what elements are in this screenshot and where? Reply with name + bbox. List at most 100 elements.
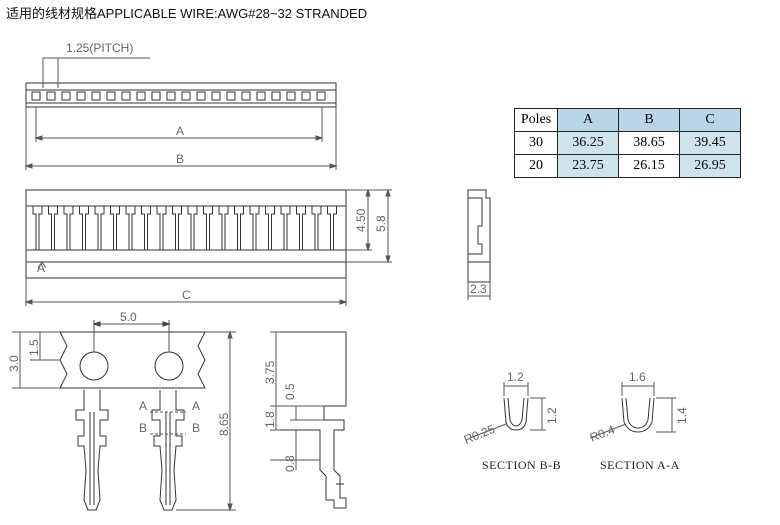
contact-slot (187, 206, 198, 250)
dim-b-label: B (176, 152, 184, 166)
wire-spec-title: 适用的线材规格APPLICABLE WIRE:AWG#28~32 STRANDE… (6, 6, 368, 21)
contact-slot (218, 206, 229, 250)
header-b: B (618, 108, 680, 132)
dim-15-label: 1.5 (27, 339, 41, 356)
cavity (31, 91, 41, 101)
dimension-side-stack (270, 331, 324, 470)
dim-450-label: 4.50 (354, 208, 368, 232)
cavity (196, 91, 206, 101)
aa-width-label: 1.6 (629, 370, 646, 384)
section-a-left-mark: A (139, 399, 147, 413)
dim-05-label: 0.5 (283, 383, 297, 400)
contact-slot (172, 206, 182, 250)
contact-slot (296, 206, 306, 250)
cavity (76, 91, 86, 101)
cavity (316, 91, 326, 101)
cell-poles: 20 (514, 154, 558, 178)
section-aa-profile (589, 382, 676, 439)
top-view-cavities (31, 91, 326, 101)
bb-radius-label: R0.25 (462, 422, 497, 447)
section-a-right-mark: A (192, 399, 200, 413)
pitch-dimension (42, 57, 150, 88)
dimension-450-58 (346, 188, 392, 264)
cavity (241, 91, 251, 101)
contact-slot (32, 206, 43, 250)
cavity (211, 91, 221, 101)
contact-slot (265, 206, 275, 250)
contact-slot (94, 206, 105, 250)
contact-slot (311, 206, 322, 250)
aa-radius-label: R0.4 (588, 422, 617, 445)
cavity (226, 91, 236, 101)
dim-a-label: A (176, 124, 184, 138)
header-c: C (679, 108, 741, 132)
cell-c: 26.95 (679, 154, 741, 178)
cell-a: 36.25 (557, 131, 619, 155)
table-header-row: Poles A B C (514, 108, 741, 132)
cell-a: 23.75 (557, 154, 619, 178)
cavity (121, 91, 131, 101)
contact-slot (203, 206, 213, 250)
bb-height-label: 1.2 (545, 407, 559, 424)
contact-slot (79, 206, 89, 250)
contact-slot (125, 206, 136, 250)
cavity (181, 91, 191, 101)
contact-slot (327, 206, 337, 250)
contact-slot (156, 206, 167, 250)
cavity (61, 91, 71, 101)
dimension-b (24, 107, 338, 170)
section-b-left-mark: B (139, 421, 147, 435)
cavity (46, 91, 56, 101)
cell-poles: 30 (514, 131, 558, 155)
front-view (25, 189, 347, 279)
cavity (286, 91, 296, 101)
terminal-side-view (280, 331, 347, 509)
dim-58-label: 5.8 (374, 215, 388, 232)
section-bb-label: SECTION B-B (482, 458, 561, 472)
terminal-detail (59, 320, 206, 511)
contact-slot (141, 206, 151, 250)
cell-c: 39.45 (679, 131, 741, 155)
dim-a-mark: A (37, 261, 45, 275)
dim-30-label: 3.0 (7, 355, 21, 372)
header-poles: Poles (514, 108, 558, 132)
section-bb-profile (469, 382, 546, 439)
cavity (301, 91, 311, 101)
dim-18-label: 1.8 (263, 411, 277, 428)
dimension-c (24, 278, 348, 306)
contact-slot (63, 206, 74, 250)
contact-slot (249, 206, 260, 250)
section-b-right-mark: B (192, 421, 200, 435)
cavity (256, 91, 266, 101)
dim-865-label: 8.65 (217, 412, 231, 436)
cell-b: 38.65 (618, 131, 680, 155)
cavity (106, 91, 116, 101)
dimension-30-15 (12, 331, 60, 389)
aa-height-label: 1.4 (675, 407, 689, 424)
pitch-label: 1.25(PITCH) (66, 41, 133, 55)
dim-23-label: 2.3 (470, 282, 487, 296)
cavity (136, 91, 146, 101)
contact-slot (48, 206, 58, 250)
side-view (467, 189, 491, 300)
dim-08-label: 0.8 (283, 455, 297, 472)
top-view (25, 82, 337, 108)
table-row: 30 36.25 38.65 39.45 (514, 131, 741, 155)
cell-b: 26.15 (618, 154, 680, 178)
dim-375-label: 3.75 (263, 360, 277, 384)
cavity (151, 91, 161, 101)
cavity (271, 91, 281, 101)
cavity (166, 91, 176, 101)
dimension-a (34, 107, 324, 142)
contact-slot (110, 206, 120, 250)
front-view-contacts (32, 206, 337, 250)
header-a: A (557, 108, 619, 132)
cavity (91, 91, 101, 101)
section-aa-label: SECTION A-A (600, 458, 680, 472)
dim-c-label: C (182, 288, 191, 302)
contact-slot (280, 206, 291, 250)
bb-width-label: 1.2 (507, 370, 524, 384)
poles-dimension-table: Poles A B C 30 36.25 38.65 39.45 20 23.7… (514, 108, 741, 178)
dim-50-label: 5.0 (120, 310, 137, 324)
